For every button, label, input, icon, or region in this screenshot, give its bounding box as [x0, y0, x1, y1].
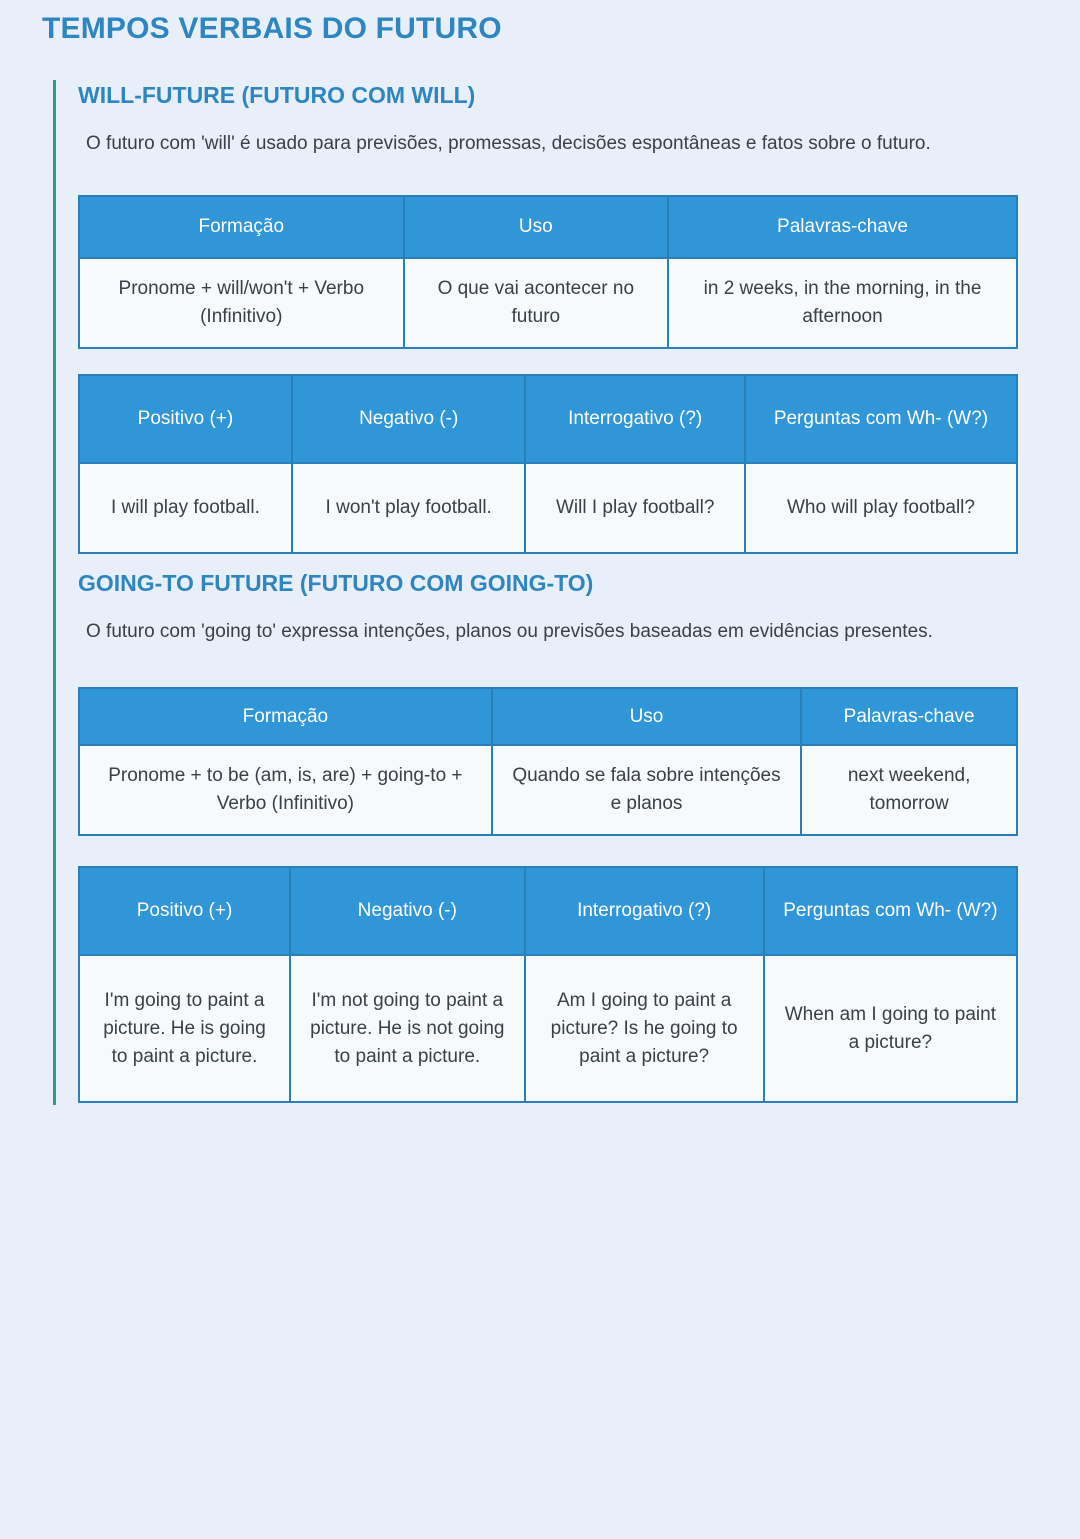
table-header-row: Positivo (+) Negativo (-) Interrogativo … — [78, 374, 1019, 465]
will-forms-table: Positivo (+) Negativo (-) Interrogativo … — [78, 374, 1019, 555]
table-row: Pronome + to be (am, is, are) + going-to… — [78, 744, 1018, 837]
header-cell-interrogativo: Interrogativo (?) — [524, 374, 746, 465]
table-row: I'm going to paint a picture. He is goin… — [77, 954, 1019, 1104]
page-title: TEMPOS VERBAIS DO FUTURO — [42, 12, 502, 45]
table-cell-uso: Quando se fala sobre intenções e planos — [490, 744, 803, 837]
document-page: TEMPOS VERBAIS DO FUTURO WILL-FUTURE (FU… — [0, 12, 1080, 1106]
table-cell-palavras-chave: in 2 weeks, in the morning, in the after… — [667, 257, 1018, 350]
section-will-future: WILL-FUTURE (FUTURO COM WILL) O futuro c… — [78, 82, 1020, 555]
table-cell-interrogativo: Will I play football? — [524, 462, 746, 555]
table-cell-perguntas-wh: When am I going to paint a picture? — [762, 954, 1019, 1104]
table-cell-negativo: I'm not going to paint a picture. He is … — [289, 954, 526, 1104]
table-row: I will play football. I won't play footb… — [78, 462, 1019, 555]
header-cell-positivo: Positivo (+) — [78, 374, 293, 465]
header-cell-palavras-chave: Palavras-chave — [800, 687, 1018, 747]
table-row: Pronome + will/won't + Verbo (Infinitivo… — [78, 257, 1018, 350]
header-cell-perguntas-wh: Perguntas com Wh- (W?) — [743, 374, 1019, 465]
sections-container: WILL-FUTURE (FUTURO COM WILL) O futuro c… — [53, 80, 1080, 1106]
section-description-will: O futuro com 'will' é usado para previsõ… — [86, 133, 931, 154]
table-header-row: Positivo (+) Negativo (-) Interrogativo … — [77, 866, 1019, 957]
header-cell-uso: Uso — [490, 687, 803, 747]
table-header-row: Formação Uso Palavras-chave — [78, 195, 1018, 260]
section-going-to-future: GOING-TO FUTURE (FUTURO COM GOING-TO) O … — [77, 570, 1020, 1104]
table-cell-formacao: Pronome + will/won't + Verbo (Infinitivo… — [78, 257, 405, 350]
header-cell-uso: Uso — [402, 195, 670, 260]
header-cell-formacao: Formação — [78, 195, 405, 260]
table-cell-negativo: I won't play football. — [290, 462, 527, 555]
table-cell-palavras-chave: next weekend, tomorrow — [800, 744, 1018, 837]
will-info-table: Formação Uso Palavras-chave Pronome + wi… — [78, 195, 1018, 350]
header-cell-formacao: Formação — [78, 687, 493, 747]
table-cell-positivo: I will play football. — [78, 462, 293, 555]
header-cell-interrogativo: Interrogativo (?) — [523, 866, 765, 957]
table-cell-formacao: Pronome + to be (am, is, are) + going-to… — [78, 744, 493, 837]
table-cell-positivo: I'm going to paint a picture. He is goin… — [77, 954, 292, 1104]
header-cell-perguntas-wh: Perguntas com Wh- (W?) — [762, 866, 1019, 957]
header-cell-palavras-chave: Palavras-chave — [667, 195, 1018, 260]
header-cell-negativo: Negativo (-) — [289, 866, 526, 957]
section-heading-going-to: GOING-TO FUTURE (FUTURO COM GOING-TO) — [78, 570, 594, 597]
section-heading-will: WILL-FUTURE (FUTURO COM WILL) — [78, 82, 476, 108]
header-cell-positivo: Positivo (+) — [77, 866, 292, 957]
table-cell-perguntas-wh: Who will play football? — [743, 462, 1019, 555]
table-header-row: Formação Uso Palavras-chave — [78, 687, 1018, 747]
table-cell-uso: O que vai acontecer no futuro — [402, 257, 670, 350]
table-cell-interrogativo: Am I going to paint a picture? Is he goi… — [523, 954, 765, 1104]
going-to-forms-table: Positivo (+) Negativo (-) Interrogativo … — [77, 866, 1019, 1104]
going-to-info-table: Formação Uso Palavras-chave Pronome + to… — [78, 687, 1018, 837]
section-description-going-to: O futuro com 'going to' expressa intençõ… — [86, 621, 933, 643]
header-cell-negativo: Negativo (-) — [290, 374, 527, 465]
